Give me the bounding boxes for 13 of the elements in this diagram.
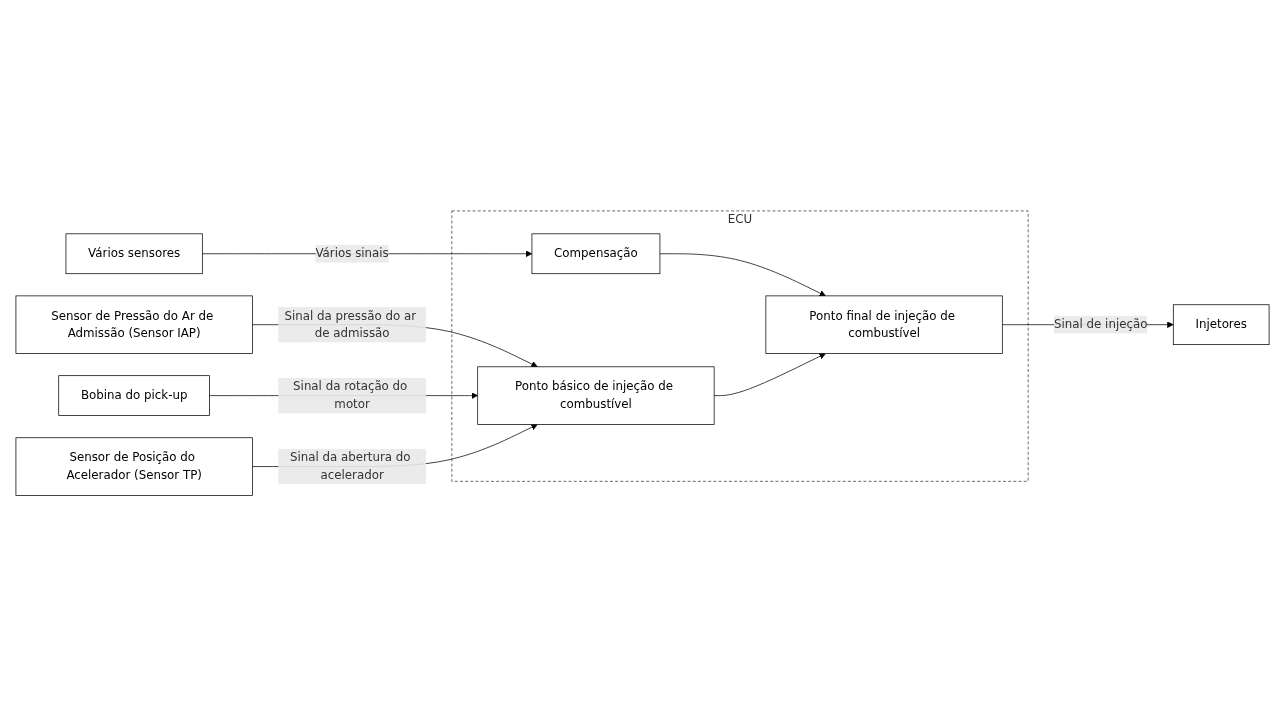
- edge-label: Sinal da abertura do acelerador: [289, 450, 411, 482]
- node-box: Ponto final de injeção de combustível: [765, 295, 1003, 354]
- node-box: Compensação: [531, 233, 661, 274]
- node-box: Sensor de Posição do Acelerador (Sensor TP): [15, 437, 253, 496]
- node-box: Sensor de Pressão do Ar de Admissão (Sensor IAP): [15, 295, 253, 354]
- node-box: Injetores: [1172, 304, 1270, 345]
- node-box: Ponto básico de injeção de combustível: [477, 366, 715, 425]
- edge-label: Vários sinais: [315, 246, 389, 261]
- node-box: Vários sensores: [65, 233, 203, 274]
- edge-label: Sinal da rotação do motor: [293, 379, 408, 411]
- edge-label: Sinal da pressão do ar de admissão: [284, 308, 417, 341]
- edge-label: Sinal de injeção: [1054, 317, 1148, 332]
- node-box: Bobina do pick-up: [58, 375, 210, 416]
